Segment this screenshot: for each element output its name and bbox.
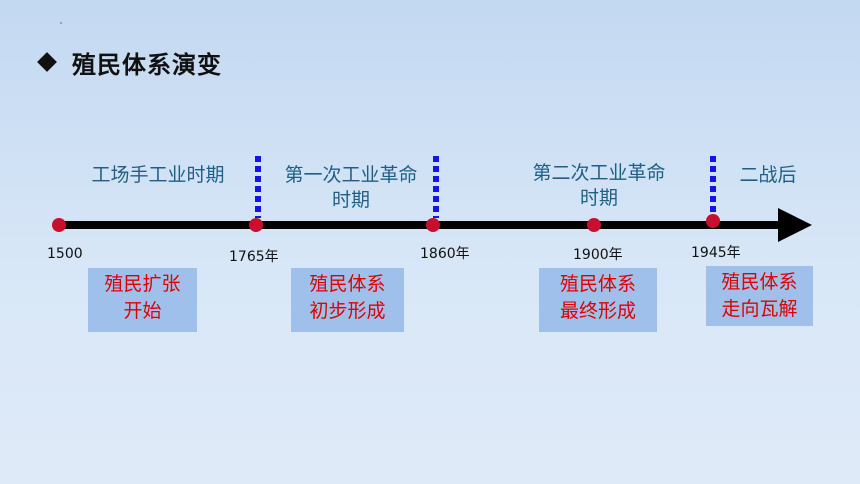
period-divider <box>255 156 261 218</box>
stage-line: 开始 <box>123 300 162 322</box>
slide-mark <box>60 22 62 24</box>
title-row: 殖民体系演变 <box>37 46 222 79</box>
stage-line: 殖民体系 <box>721 271 798 293</box>
period-label-line: 时期 <box>331 189 370 211</box>
stage-line: 初步形成 <box>309 300 386 322</box>
year-label: 1945年 <box>691 245 741 261</box>
period-label: 第二次工业革命 时期 <box>512 161 686 211</box>
stage-line: 走向瓦解 <box>721 298 798 320</box>
period-divider <box>710 156 716 214</box>
period-label-line: 工场手工业时期 <box>91 164 225 186</box>
time-point-1500 <box>52 218 66 232</box>
period-label: 工场手工业时期 <box>72 163 244 188</box>
period-label: 第一次工业革命 时期 <box>264 163 438 213</box>
diamond-bullet-icon <box>37 52 57 72</box>
period-label-line: 第二次工业革命 <box>532 162 666 184</box>
time-point-1945 <box>706 214 720 228</box>
year-label: 1860年 <box>420 246 470 262</box>
time-point-1900 <box>587 218 601 232</box>
period-label-line: 时期 <box>579 187 618 209</box>
time-point-1860 <box>426 218 440 232</box>
stage-line: 殖民体系 <box>309 273 386 295</box>
period-label-line: 二战后 <box>739 164 797 186</box>
stage-line: 殖民体系 <box>559 273 636 295</box>
arrow-head-icon <box>778 208 812 242</box>
year-label: 1765年 <box>229 249 279 265</box>
period-label-line: 第一次工业革命 <box>284 164 418 186</box>
stage-line: 最终形成 <box>559 300 636 322</box>
page-title: 殖民体系演变 <box>72 50 222 79</box>
stage-box: 殖民体系 初步形成 <box>291 268 404 332</box>
stage-box: 殖民体系 最终形成 <box>539 268 657 332</box>
stage-box: 殖民扩张 开始 <box>88 268 197 332</box>
timeline-axis <box>56 221 784 229</box>
stage-box: 殖民体系 走向瓦解 <box>706 266 813 326</box>
stage-line: 殖民扩张 <box>104 273 181 295</box>
period-label: 二战后 <box>724 163 812 188</box>
year-label: 1500 <box>47 246 83 262</box>
year-label: 1900年 <box>573 247 623 263</box>
period-divider <box>433 156 439 218</box>
time-point-1765 <box>249 218 263 232</box>
